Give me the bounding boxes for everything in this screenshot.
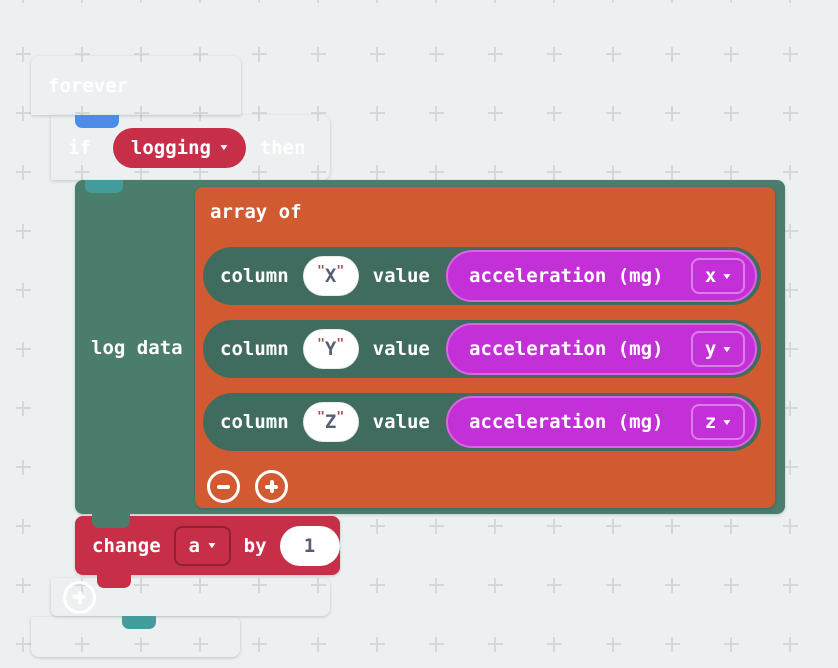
forever-block[interactable]: forever [31,56,241,115]
array-of-label: array of [210,201,302,223]
acceleration-block-y[interactable]: acceleration (mg) y ▾ [446,323,757,375]
if-bottom-connector-bump [122,616,156,629]
variable-dropdown[interactable]: a ▾ [173,525,231,566]
log-data-connector-bump [92,513,130,528]
forever-block-arm[interactable] [31,115,51,617]
array-of-block[interactable]: array of column "X" value acceleration (… [195,187,775,508]
column-name-value: Y [324,338,337,360]
add-row-plus-button[interactable] [255,470,288,503]
dropdown-arrow-icon: ▾ [218,140,230,155]
column-value-row-x[interactable]: column "X" value acceleration (mg) x ▾ [203,247,761,305]
if-block-arm[interactable] [51,180,71,578]
open-quote: " [317,409,325,425]
column-name-input[interactable]: "X" [302,256,359,296]
acceleration-label: acceleration (mg) [469,411,664,433]
dropdown-arrow-icon: ▾ [721,341,733,357]
column-label: column [220,265,289,287]
variable-name: a [188,534,200,557]
acceleration-block-z[interactable]: acceleration (mg) z ▾ [446,396,757,448]
column-label: column [220,411,289,433]
if-block[interactable]: if logging ▾ then [51,115,330,180]
forever-label: forever [48,74,129,97]
column-value-row-y[interactable]: column "Y" value acceleration (mg) y ▾ [203,320,761,378]
if-label: if [68,136,91,159]
change-amount-input[interactable]: 1 [279,525,340,566]
close-quote: " [336,263,345,279]
change-connector-bump [97,575,131,588]
axis-dropdown-x[interactable]: x ▾ [691,258,745,294]
value-label: value [372,265,430,287]
column-label: column [220,338,289,360]
axis-value: z [704,411,717,433]
then-label: then [259,136,306,159]
column-name-value: Z [324,411,337,433]
close-quote: " [336,336,345,352]
column-value-row-z[interactable]: column "Z" value acceleration (mg) z ▾ [203,393,761,451]
change-variable-block[interactable]: change a ▾ by 1 [75,516,340,575]
axis-value: x [704,265,717,287]
logging-variable-dropdown[interactable]: logging ▾ [112,127,246,168]
column-name-input[interactable]: "Y" [302,329,359,369]
if-block-bottom[interactable] [51,578,330,616]
column-name-input[interactable]: "Z" [302,402,359,442]
dropdown-arrow-icon: ▾ [721,414,733,430]
remove-row-minus-button[interactable] [207,470,240,503]
acceleration-label: acceleration (mg) [469,265,664,287]
by-label: by [243,534,267,557]
close-quote: " [336,409,345,425]
value-label: value [372,338,430,360]
if-connector-bump [85,180,123,193]
axis-dropdown-y[interactable]: y ▾ [691,331,745,367]
open-quote: " [317,336,325,352]
dropdown-arrow-icon: ▾ [721,268,733,284]
value-label: value [372,411,430,433]
dropdown-arrow-icon: ▾ [206,538,218,553]
axis-dropdown-z[interactable]: z ▾ [691,404,745,440]
change-amount-value: 1 [303,534,316,557]
forever-connector-bump [75,115,119,128]
logging-variable-label: logging [130,136,211,159]
expand-if-plus-button[interactable] [63,580,96,614]
log-data-label: log data [91,337,183,359]
change-label: change [92,534,161,557]
acceleration-block-x[interactable]: acceleration (mg) x ▾ [446,250,757,302]
acceleration-label: acceleration (mg) [469,338,664,360]
axis-value: y [704,338,717,360]
column-name-value: X [324,265,337,287]
open-quote: " [317,263,325,279]
